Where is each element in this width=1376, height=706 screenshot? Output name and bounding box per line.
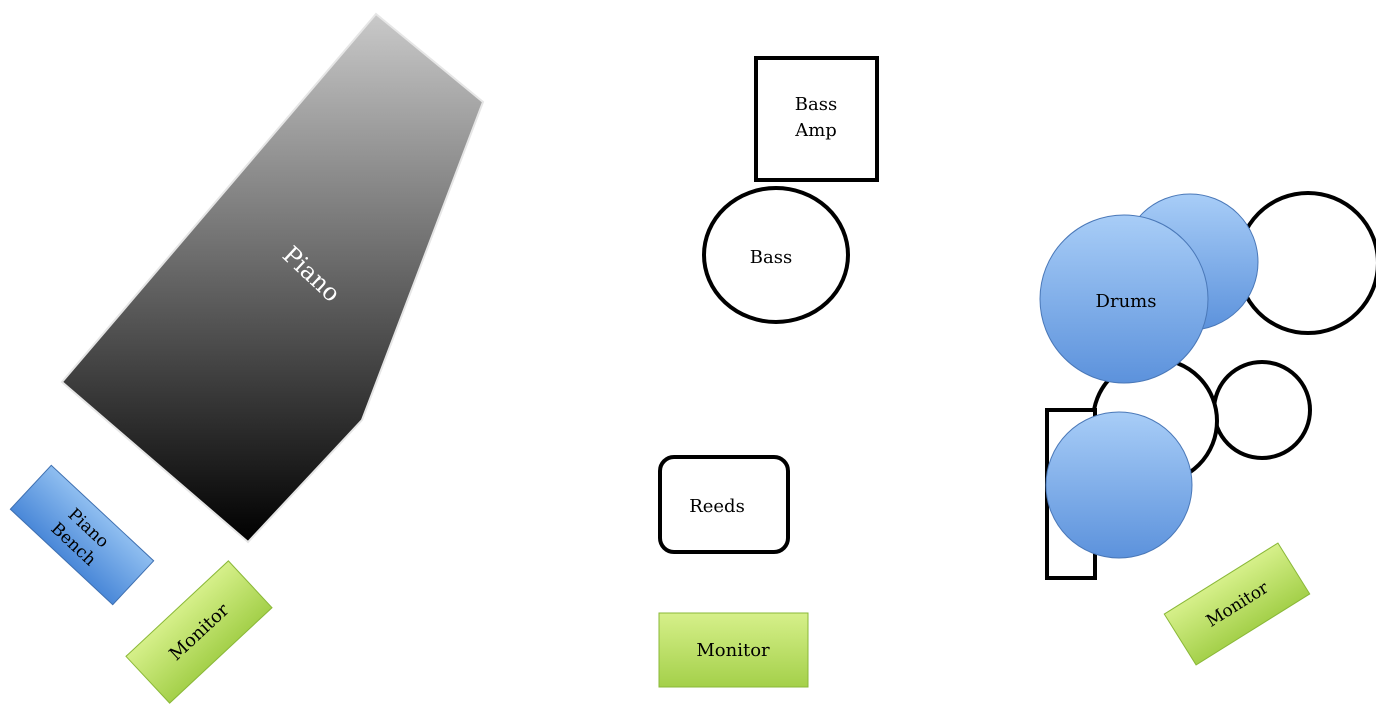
drum-blue-low <box>1045 411 1193 559</box>
monitor-center-label: Monitor <box>696 640 770 661</box>
piano: Piano <box>60 12 485 544</box>
drum-kit: Drums <box>1039 191 1376 580</box>
drum-small-right <box>1212 360 1312 460</box>
bass: Bass <box>702 186 850 324</box>
monitor-left-body <box>125 560 273 704</box>
piano-body <box>60 12 485 544</box>
monitor-center: Monitor <box>658 612 809 688</box>
drums-label: Drums <box>1096 291 1157 312</box>
monitor-center-body <box>658 612 809 688</box>
reeds: Reeds <box>658 455 790 554</box>
bass-amp: Bass Amp <box>754 56 879 182</box>
piano-bench-body <box>9 464 155 606</box>
monitor-right-body <box>1163 542 1311 666</box>
piano-bench: Piano Bench <box>9 464 155 606</box>
monitor-left: Monitor <box>125 560 273 704</box>
bass-label: Bass <box>750 247 792 268</box>
drum-large-right <box>1236 191 1376 335</box>
reeds-label: Reeds <box>689 496 745 517</box>
reeds-body <box>658 455 790 554</box>
bass-amp-label-line1: Bass <box>795 94 837 115</box>
bass-amp-label-line2: Amp <box>794 120 837 141</box>
bass-body <box>702 186 850 324</box>
bass-amp-body <box>754 56 879 182</box>
monitor-right: Monitor <box>1163 542 1311 666</box>
drum-blue-main <box>1039 214 1209 384</box>
